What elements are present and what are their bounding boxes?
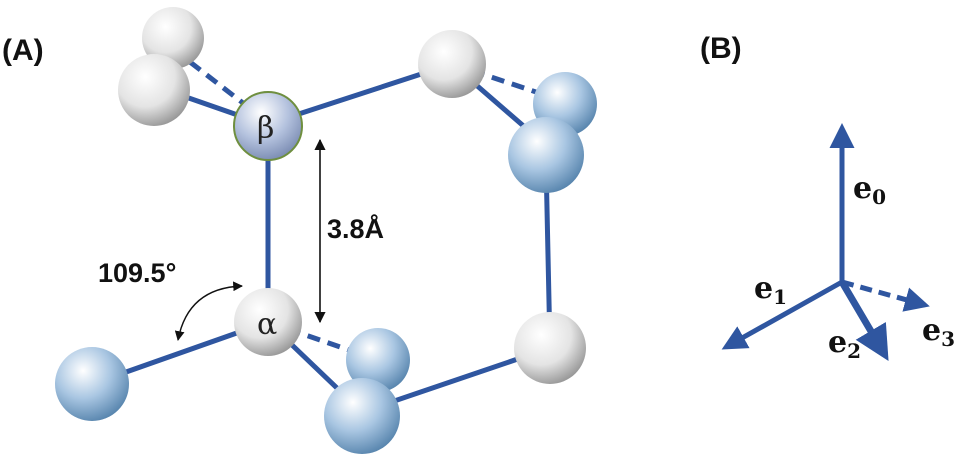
beta-label: β [257, 111, 274, 146]
blue-atom [55, 347, 129, 421]
white-atom [514, 312, 586, 384]
blue-atom [508, 117, 584, 193]
blue-atom [324, 378, 400, 454]
basis-vectors [721, 123, 930, 362]
white-atom [142, 7, 204, 69]
vector-label-e3: e3 [922, 313, 955, 351]
blue-atom [346, 328, 410, 392]
vector-label-e2: e2 [828, 325, 861, 363]
alpha-label: α [257, 307, 277, 342]
white-atom [118, 54, 190, 126]
white-atom [418, 30, 486, 98]
angle-label: 109.5° [98, 258, 176, 288]
beta-atom [233, 91, 303, 161]
angle-arc [174, 281, 243, 341]
distance-label: 3.8Å [327, 213, 384, 244]
vector-e3 [841, 279, 930, 312]
vector-e2 [838, 280, 889, 362]
vector-label-e0: e0 [853, 171, 886, 209]
vector-e1 [721, 279, 844, 350]
panel-label-b: (B) [700, 32, 742, 65]
panel-label-a: (A) [2, 34, 44, 67]
atoms [55, 7, 597, 454]
dashed-bond [188, 60, 254, 112]
alpha-atom [234, 288, 302, 356]
vector-label-e1: e1 [754, 271, 787, 309]
